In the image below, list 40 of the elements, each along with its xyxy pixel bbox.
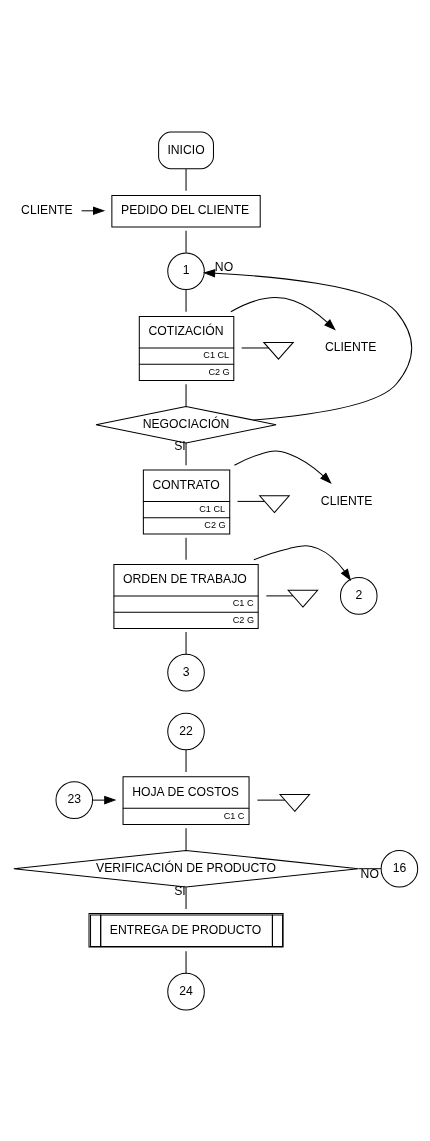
connector — [241, 346, 269, 348]
connector — [358, 867, 382, 869]
node-circle: 22 — [167, 712, 205, 750]
connector — [185, 631, 187, 655]
node-box: PEDIDO DEL CLIENTE — [111, 194, 261, 228]
node-circle: 3 — [167, 653, 205, 691]
connector — [185, 288, 187, 312]
node-triangle — [287, 589, 319, 608]
edge-label: NO — [214, 259, 234, 274]
connector — [185, 827, 187, 851]
connector — [256, 799, 286, 801]
edge-label: NO — [360, 866, 379, 881]
arrow — [92, 795, 117, 804]
node-text: CLIENTE — [21, 202, 73, 217]
connector — [185, 383, 187, 407]
node-triangle — [278, 793, 311, 812]
arrow — [233, 450, 332, 484]
arrow — [253, 544, 352, 581]
node-text: CLIENTE — [324, 339, 377, 354]
node-circle: 24 — [167, 972, 205, 1010]
connector — [185, 442, 187, 466]
node-text: CLIENTE — [320, 493, 373, 508]
connector — [185, 950, 187, 974]
connector — [237, 500, 265, 502]
node-box: INICIO — [158, 131, 214, 169]
node-circle: 23 — [55, 780, 94, 819]
arrow — [202, 268, 413, 421]
connector — [185, 167, 187, 191]
node-diamond: VERIFICACIÓN DE PRODUCTO — [13, 849, 359, 887]
node-circle: 16 — [380, 849, 419, 887]
node-circle: 1 — [167, 251, 205, 290]
node-triangle — [262, 341, 295, 360]
connector — [185, 749, 187, 772]
connector — [185, 229, 187, 253]
arrow — [230, 296, 336, 331]
arrow — [81, 206, 106, 215]
node-circle: 2 — [339, 576, 378, 615]
connector — [265, 594, 294, 596]
node-triangle — [258, 494, 291, 513]
connector — [185, 886, 187, 910]
